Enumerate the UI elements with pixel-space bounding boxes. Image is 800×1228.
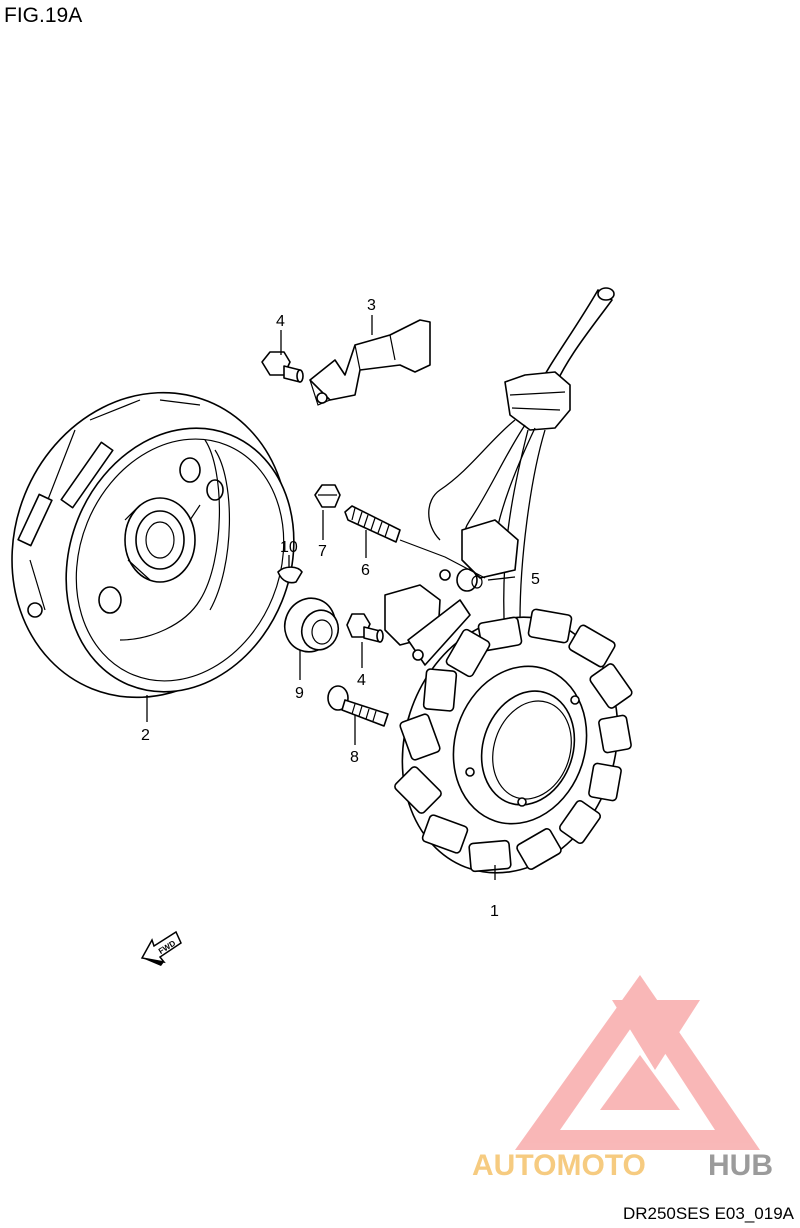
wire-harness: [428, 287, 615, 641]
fwd-arrow-icon: FWD: [140, 930, 182, 966]
callout-1: 1: [490, 903, 499, 920]
callout-8: 8: [350, 749, 359, 766]
callout-2: 2: [141, 727, 150, 744]
bolt-upper: [261, 351, 304, 383]
nut: [314, 484, 341, 508]
stud-bolt: [344, 505, 401, 543]
leader-lines: [146, 315, 516, 880]
watermark-brand: AUTOMOTO: [472, 1149, 646, 1182]
watermark-logo: [515, 975, 760, 1150]
bolt-lower: [346, 613, 384, 643]
stator-screw: [327, 685, 389, 727]
pickup-coil: [384, 519, 519, 666]
flywheel-rotor: [11, 391, 295, 699]
callout-9: 9: [295, 685, 304, 702]
callout-3: 3: [367, 297, 376, 314]
lead-wire-bracket: [309, 319, 431, 406]
callout-10: 10: [280, 539, 298, 556]
rotor-nut: [283, 597, 340, 653]
watermark-text: AUTOMOTO HUB: [472, 1149, 773, 1182]
woodruff-key: [277, 566, 303, 584]
callout-7: 7: [318, 543, 327, 560]
callout-6: 6: [361, 562, 370, 579]
callout-4-upper: 4: [276, 313, 285, 330]
watermark-brand-suffix: HUB: [708, 1149, 773, 1182]
callout-5: 5: [531, 571, 540, 588]
diagram-code: DR250SES E03_019A: [622, 1204, 794, 1223]
callout-4-lower: 4: [357, 672, 366, 689]
figure-title: FIG.19A: [4, 4, 83, 27]
stator-assembly: [394, 608, 633, 874]
